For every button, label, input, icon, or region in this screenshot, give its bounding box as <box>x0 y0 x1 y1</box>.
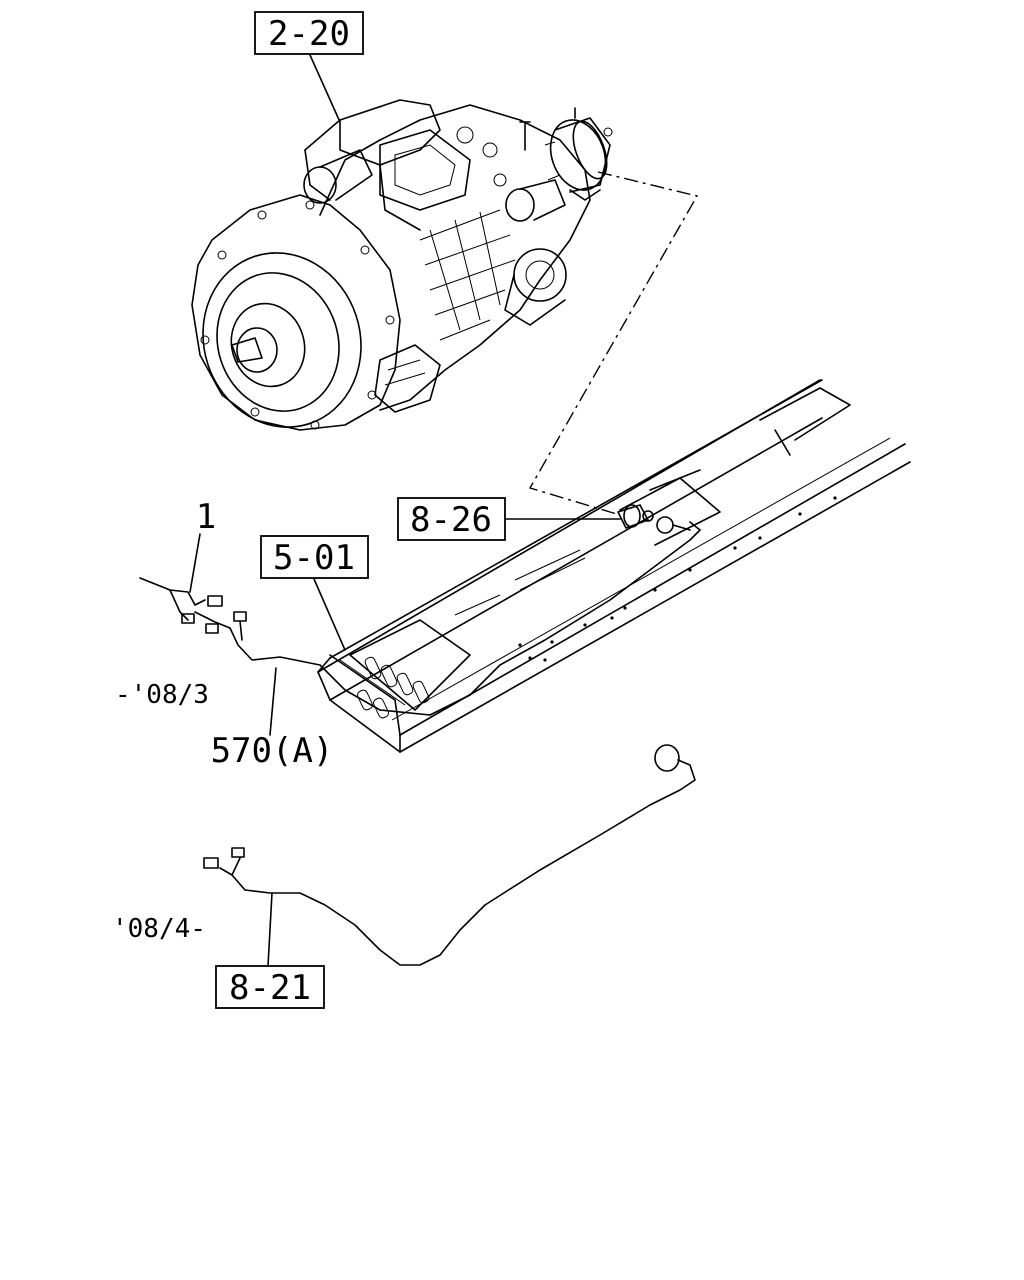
leader-harness-old <box>269 667 277 736</box>
connector-terminal-2 <box>181 613 195 624</box>
ref-speed-sensor[interactable]: 8-26 <box>397 497 506 541</box>
note-new-range: '08/4- <box>112 914 206 944</box>
ref-frame-label: 5-01 <box>273 538 355 578</box>
connector-terminal-3 <box>233 611 247 622</box>
sensor-location-leader <box>528 171 699 516</box>
speed-sensor <box>617 504 654 529</box>
connector-terminal-new-2 <box>203 857 219 869</box>
connector-terminal-new-1 <box>231 847 245 858</box>
harness-sensor-plug <box>656 516 674 534</box>
harness-new-sensor-plug <box>654 744 680 772</box>
ref-harness-new[interactable]: 8-21 <box>215 965 325 1009</box>
leader-frame <box>313 578 346 651</box>
part-number-label: 1 <box>196 497 216 537</box>
connector-terminal-1 <box>207 595 223 607</box>
leader-harness-number <box>189 533 201 593</box>
ref-transmission-label: 2-20 <box>268 14 350 54</box>
ref-speed-sensor-label: 8-26 <box>410 500 492 540</box>
harness-old <box>139 516 701 716</box>
note-old-range: -'08/3 <box>115 680 209 710</box>
ref-transmission[interactable]: 2-20 <box>254 11 364 55</box>
ref-frame[interactable]: 5-01 <box>260 535 369 579</box>
chassis-frame <box>317 379 911 753</box>
harness-new <box>203 744 696 966</box>
transmission-assembly <box>191 99 613 431</box>
connector-terminal-4 <box>205 623 219 634</box>
leader-harness-new <box>267 892 273 967</box>
ref-harness-new-label: 8-21 <box>229 968 311 1008</box>
part-harness-old-label: 570(A) <box>211 731 334 771</box>
leader-transmission <box>309 54 341 123</box>
